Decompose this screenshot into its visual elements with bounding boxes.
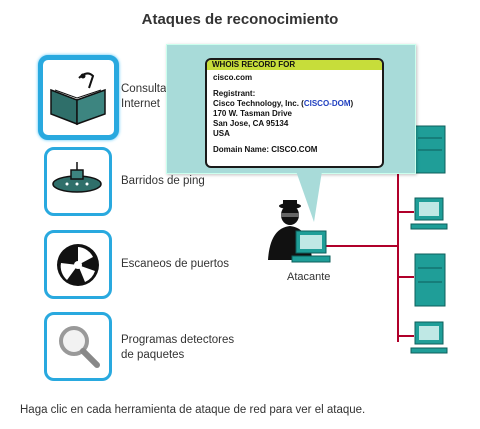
tool-info-query-button[interactable]: [38, 55, 119, 140]
whois-domain-name: Domain Name: CISCO.COM: [213, 145, 318, 154]
submarine-icon: [52, 162, 102, 193]
server-icon: [414, 125, 446, 174]
workstation-icon: [410, 321, 448, 354]
tool-port-scan-label[interactable]: Escaneos de puertos: [121, 258, 230, 270]
book-icon: [50, 72, 106, 126]
tool-ping-sweep-button[interactable]: [44, 147, 112, 216]
workstation-icon: [410, 197, 448, 230]
tool-sniffer-label[interactable]: Programas detectores de paquetes: [121, 334, 235, 361]
whois-registrant-name: Cisco Technology, Inc. (CISCO-DOM): [213, 99, 354, 108]
tool-ping-sweep-label[interactable]: Barridos de ping: [121, 175, 205, 187]
whois-header: WHOIS RECORD FOR: [207, 60, 382, 70]
whois-registrant-label: Registrant:: [213, 89, 256, 98]
tool-sniffer-button[interactable]: [44, 312, 112, 381]
whois-address-1: 170 W. Tasman Drive: [213, 109, 292, 118]
whois-registrant-handle: CISCO-DOM: [303, 99, 351, 108]
whois-country: USA: [213, 129, 230, 138]
whois-domain: cisco.com: [213, 73, 253, 82]
port-scan-icon: [57, 244, 99, 286]
attacker-computer-icon: [291, 230, 331, 263]
page-title: Ataques de reconocimiento: [141, 11, 339, 28]
server-icon: [414, 253, 446, 307]
instruction-text: Haga clic en cada herramienta de ataque …: [20, 404, 366, 416]
whois-record: WHOIS RECORD FOR cisco.com Registrant: C…: [205, 58, 384, 168]
whois-address-2: San Jose, CA 95134: [213, 119, 289, 128]
attacker-label: Atacante: [287, 271, 331, 283]
tool-port-scan-button[interactable]: [44, 230, 112, 299]
tool-info-query-label[interactable]: Consulta Internet: [121, 83, 167, 110]
magnifier-icon: [59, 326, 100, 368]
